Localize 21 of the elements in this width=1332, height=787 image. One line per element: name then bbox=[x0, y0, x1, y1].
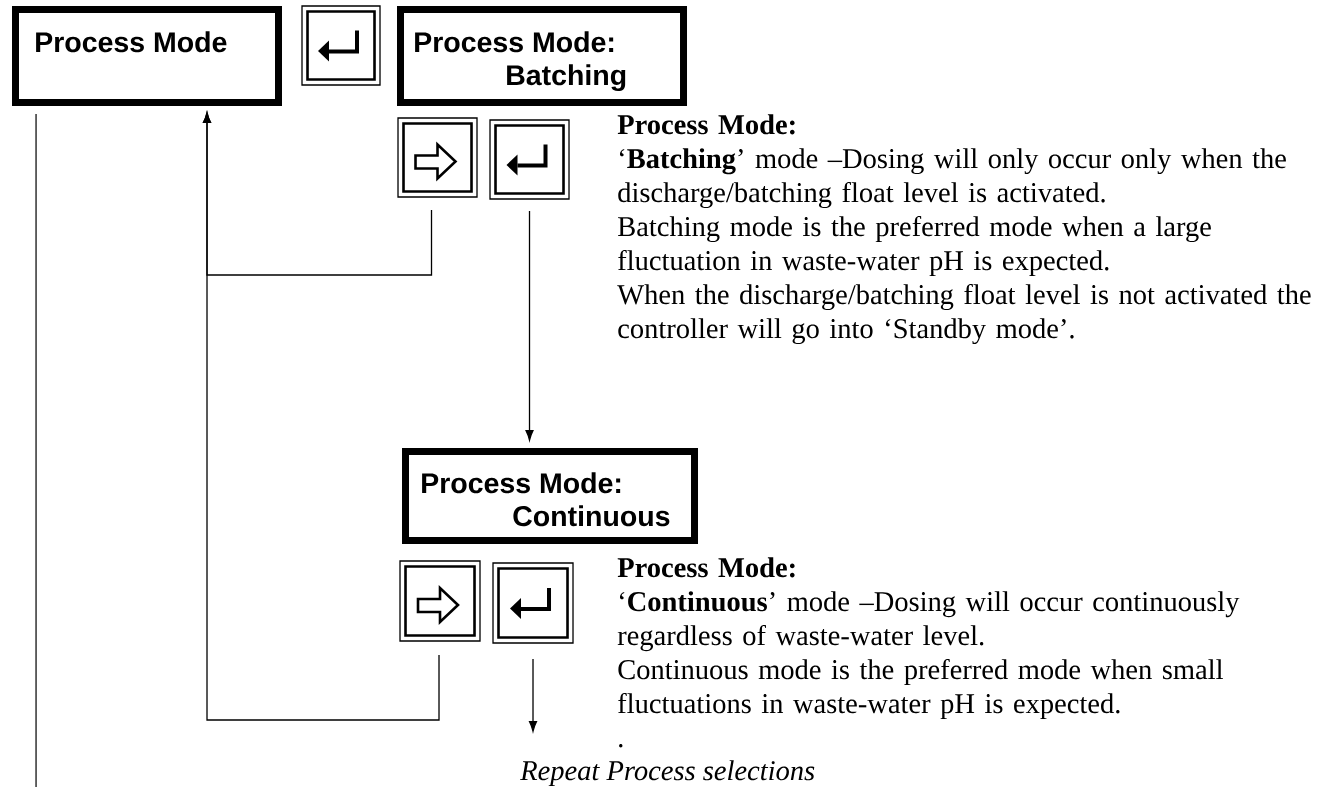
body-text: When the discharge/batching float level is not activated the controller will go into ‘Standby mode’. bbox=[617, 283, 1311, 345]
display-box: Process Mode bbox=[12, 6, 282, 106]
arrow bbox=[525, 210, 534, 441]
key-button bbox=[301, 5, 381, 86]
arrow bbox=[202, 112, 440, 721]
body-text: Continuous mode is the preferred mode when small fluctuations in waste-water pH is expected. bbox=[618, 658, 1223, 720]
key-button bbox=[492, 562, 574, 644]
body-text: ‘Continuous’ mode –Dosing will occur continuously regardless of waste-water level. bbox=[617, 591, 1240, 652]
key-button bbox=[399, 560, 481, 642]
body-text: ‘Batching’ mode –Dosing will only occur only when the discharge/batching float level is activated. bbox=[618, 148, 1286, 209]
display-box: Process Mode: Batching bbox=[397, 6, 687, 106]
note-text: Repeat Process selections bbox=[520, 760, 815, 787]
key-button bbox=[397, 117, 478, 198]
key-button bbox=[489, 119, 570, 200]
body-text: Batching mode is the preferred mode when a large fluctuation in waste-water pH is expected. bbox=[618, 215, 1211, 277]
heading: Process Mode: bbox=[617, 114, 795, 135]
display-box: Process Mode: Continuous bbox=[402, 448, 698, 544]
heading: Process Mode: bbox=[617, 557, 795, 578]
body-text: . bbox=[619, 744, 623, 748]
arrow bbox=[528, 658, 538, 732]
line bbox=[35, 113, 37, 787]
